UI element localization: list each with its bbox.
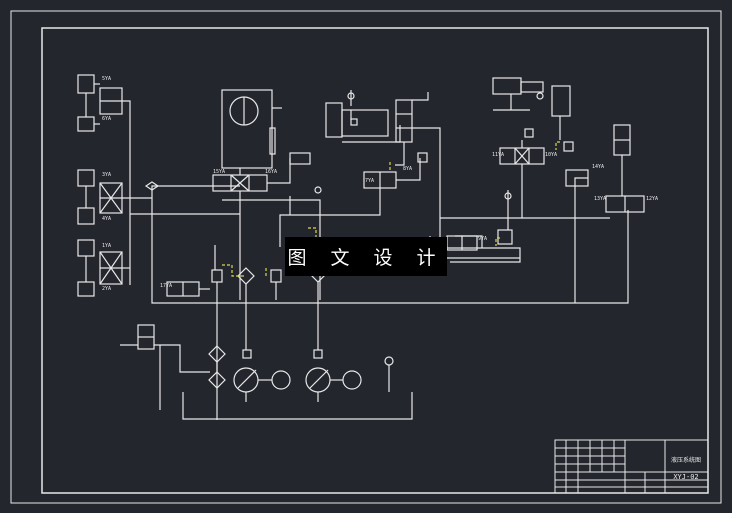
label-4ya: 4YA bbox=[102, 216, 111, 222]
label-5ya: 5YA bbox=[102, 76, 111, 82]
outer-border bbox=[10, 10, 722, 504]
left-cylinder-group-3 bbox=[77, 239, 123, 297]
watermark: 图 文 设 计 bbox=[285, 237, 447, 276]
left-cylinder-group-1 bbox=[77, 74, 123, 132]
inner-border bbox=[41, 27, 709, 494]
drawing-title: 液压系统图 bbox=[671, 456, 701, 464]
label-11ya: 11YA bbox=[492, 152, 504, 158]
label-6ya: 6YA bbox=[102, 116, 111, 122]
label-10ya: 10YA bbox=[545, 152, 557, 158]
title-block bbox=[554, 439, 709, 494]
label-12ya: 12YA bbox=[646, 196, 658, 202]
pilot-lines bbox=[222, 141, 560, 278]
circuit-lines bbox=[77, 74, 645, 420]
label-3ya: 3YA bbox=[102, 172, 111, 178]
label-14ya: 14YA bbox=[592, 164, 604, 170]
label-7ya: 7YA bbox=[365, 178, 374, 184]
label-15ya: 15YA bbox=[213, 169, 225, 175]
label-16ya: 16YA bbox=[265, 169, 277, 175]
label-1ya: 1YA bbox=[102, 243, 111, 249]
label-2ya: 2YA bbox=[102, 286, 111, 292]
label-17ya: 17YA bbox=[160, 283, 172, 289]
drawing-number: XYJ-02 bbox=[673, 473, 698, 481]
label-9ya: 9YA bbox=[478, 236, 487, 242]
label-8ya: 8YA bbox=[403, 166, 412, 172]
left-cylinder-group-2 bbox=[77, 169, 123, 225]
valve-labels: 5YA 6YA 3YA 4YA 1YA 2YA 15YA 16YA 8YA 11… bbox=[102, 76, 658, 292]
label-13ya: 13YA bbox=[594, 196, 606, 202]
